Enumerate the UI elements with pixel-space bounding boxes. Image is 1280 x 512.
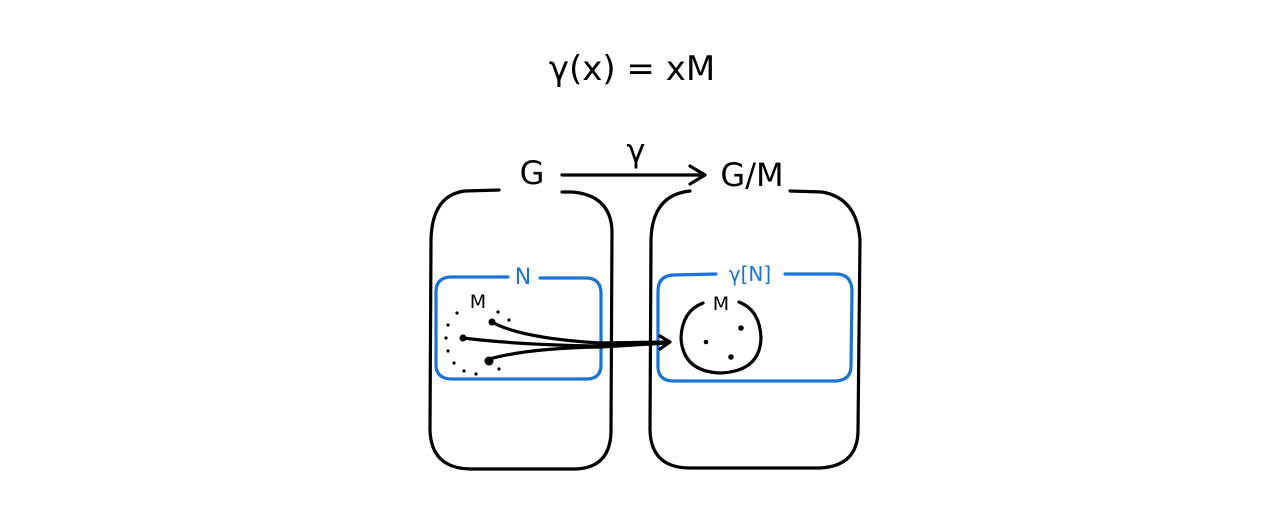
subgroup-n-label: N [515,265,531,290]
group-g-box [428,188,614,471]
coset-arrows [459,318,672,366]
subgroup-n-box [434,275,603,381]
identity-coset-circle [679,300,763,375]
map-arrow [560,164,707,186]
map-gamma-label: γ [627,132,646,170]
normal-subgroup-m-label: M [470,291,486,313]
formula: γ(x) = xM [549,49,715,89]
identity-coset-points [703,325,744,360]
identity-coset-m-label: M [713,293,729,315]
quotient-group-label: G/M [720,156,783,194]
group-g-label: G [520,154,545,192]
image-subgroup-label: γ[N] [729,262,771,286]
image-subgroup-box [656,272,854,383]
normal-subgroup-m-dotted-circle [444,310,511,376]
quotient-group-box [648,189,862,470]
